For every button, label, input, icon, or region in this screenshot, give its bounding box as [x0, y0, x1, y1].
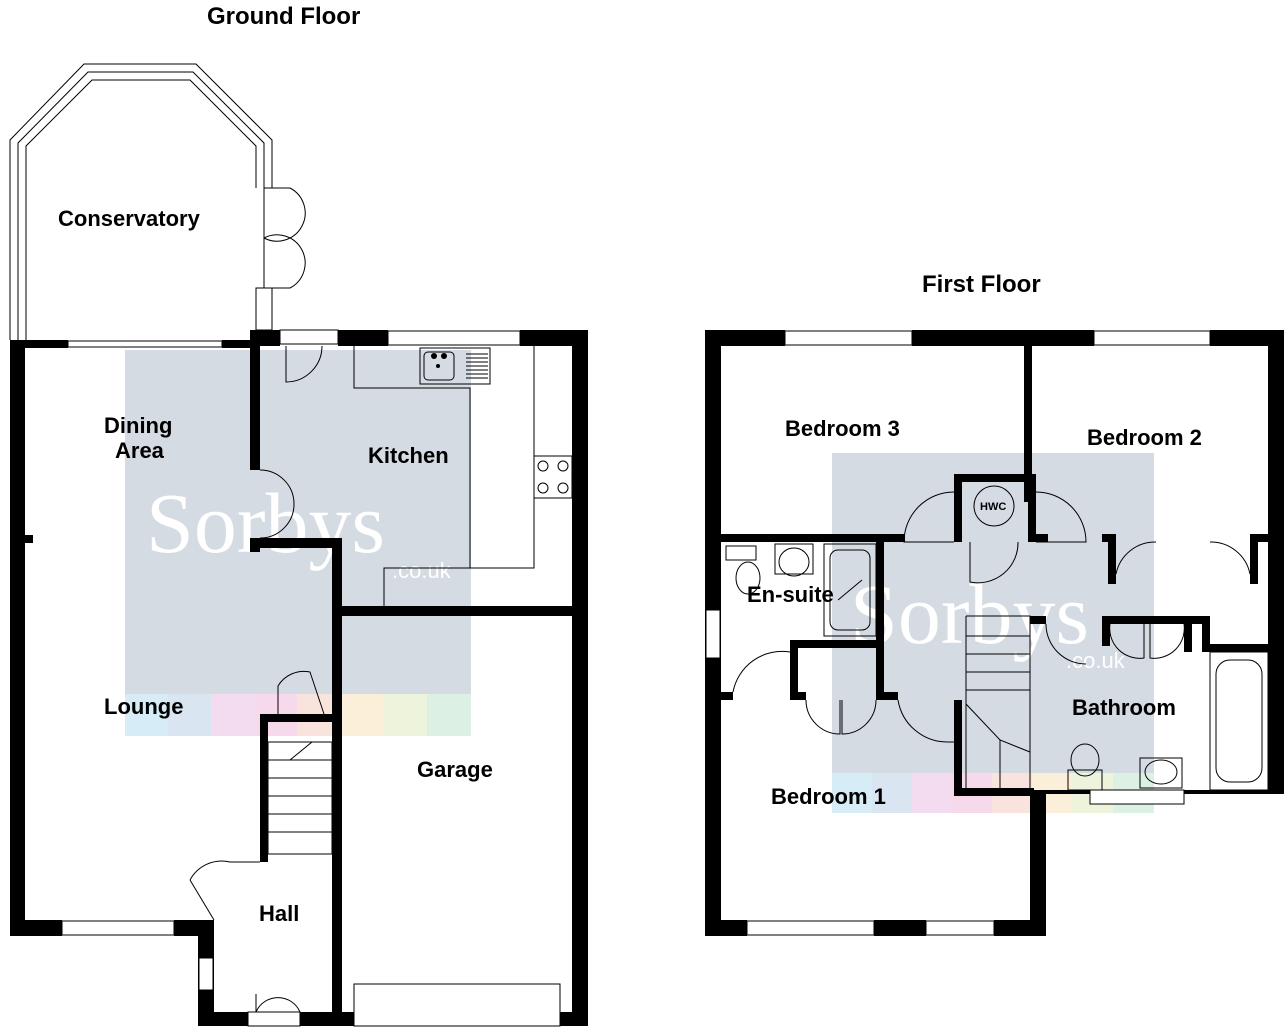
first-floor-title: First Floor [922, 271, 1041, 298]
first-floor: First Floor Bedroom 3 Bedroom 2 En-suite… [705, 271, 1284, 936]
room-bedroom-2: Bedroom 2 [1087, 425, 1202, 450]
room-bathroom: Bathroom [1072, 695, 1176, 720]
conservatory-frame [9, 63, 306, 340]
watermark-brand: Sorbys [146, 475, 385, 571]
ground-floor: Ground Floor Conservatory Dining Area Ki… [9, 3, 588, 1027]
ground-doors [189, 329, 339, 1027]
room-lounge: Lounge [104, 694, 183, 719]
hwc-label: HWC [980, 501, 1006, 513]
room-dining-line2: Area [115, 438, 165, 463]
watermark-domain: .co.uk [392, 558, 452, 583]
ground-floor-title: Ground Floor [207, 3, 360, 30]
first-fittings [725, 485, 1269, 791]
kitchen-units [353, 346, 573, 606]
first-stairs [965, 615, 1031, 791]
room-kitchen: Kitchen [368, 443, 449, 468]
room-dining-line1: Dining [104, 413, 172, 438]
watermark-domain: .co.uk [1066, 648, 1126, 673]
room-en-suite: En-suite [747, 582, 834, 607]
watermark-first: Sorbys .co.uk [832, 453, 1154, 813]
ground-windows [61, 330, 561, 1027]
ground-stairs [267, 741, 333, 855]
first-inner-walls [721, 346, 1268, 796]
room-conservatory: Conservatory [58, 206, 201, 231]
first-doors [732, 491, 1251, 743]
room-garage: Garage [417, 757, 493, 782]
watermark-brand: Sorbys [850, 566, 1089, 662]
ground-inner-walls [25, 330, 588, 1012]
ground-outer-walls [10, 330, 588, 1026]
room-bedroom-3: Bedroom 3 [785, 416, 900, 441]
room-hall: Hall [259, 901, 299, 926]
first-windows [705, 330, 1211, 936]
room-bedroom-1: Bedroom 1 [771, 784, 886, 809]
